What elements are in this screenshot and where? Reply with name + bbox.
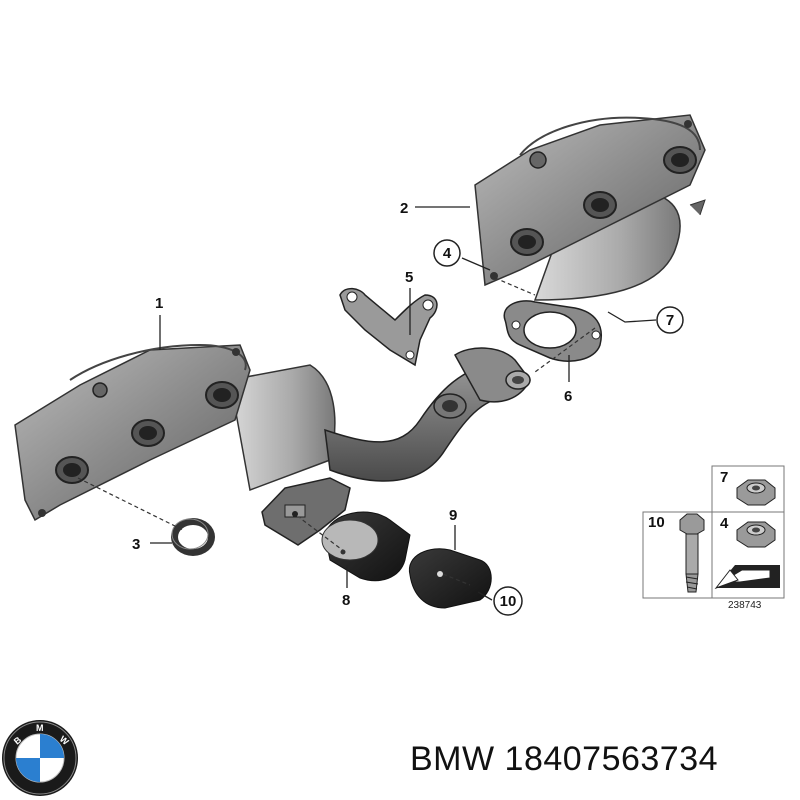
svg-text:M: M [36, 723, 44, 733]
flange-gasket [503, 300, 602, 362]
flange-nut-icon [736, 479, 776, 506]
callout-leaders [150, 206, 657, 601]
legend-label-4: 4 [720, 515, 729, 532]
callout-6: 6 [564, 388, 572, 405]
gasket-ring [171, 518, 215, 556]
reference-number: 238743 [728, 600, 762, 611]
legend-label-7: 7 [720, 469, 728, 486]
pipe-bracket [261, 477, 351, 546]
callout-9: 9 [449, 507, 457, 524]
callout-7: 7 [666, 312, 674, 329]
installation-arrow-icon [714, 565, 780, 590]
callout-7-circle: 7 [656, 306, 684, 334]
callout-5: 5 [405, 269, 413, 286]
holder-plate [339, 287, 438, 367]
callout-10-circle: 10 [493, 586, 523, 616]
legend-label-10: 10 [648, 514, 665, 531]
exhaust-manifold-upper [474, 114, 706, 301]
rubber-mount-pad [321, 511, 411, 582]
part-number-label: BMW 18407563734 [410, 740, 719, 778]
svg-text:B: B [12, 734, 24, 746]
front-pipe [324, 347, 531, 482]
bolt-icon [679, 513, 705, 593]
callout-1: 1 [155, 295, 163, 312]
rubber-mount [408, 548, 492, 609]
callout-10: 10 [500, 593, 517, 610]
callout-2: 2 [400, 200, 408, 217]
callout-4-circle: 4 [433, 239, 461, 267]
callout-4: 4 [443, 245, 452, 262]
fastener-legend: 7 4 10 238743 [642, 465, 785, 611]
bmw-logo: B M W [2, 720, 78, 796]
assembly-dashed-lines [77, 277, 596, 586]
exhaust-manifold-lower [14, 343, 336, 522]
callout-3: 3 [132, 536, 140, 553]
callout-8: 8 [342, 592, 350, 609]
hex-nut-icon [736, 521, 776, 548]
